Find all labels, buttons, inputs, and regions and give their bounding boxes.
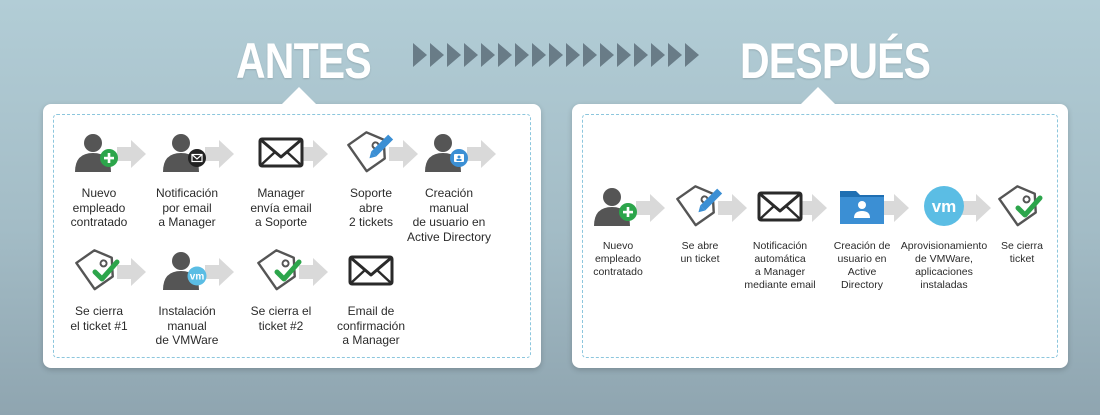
step-label: Instalación manual de VMWare [155, 304, 219, 347]
after-heading: DESPUÉS [740, 33, 931, 89]
user-email-icon [163, 128, 211, 181]
flow-arrow [880, 194, 910, 227]
svg-text:vm: vm [190, 272, 205, 283]
svg-text:vm: vm [932, 197, 957, 216]
step-label: Se cierra el ticket #2 [250, 304, 312, 333]
flow-arrow [389, 140, 419, 173]
step-label: Creación manual de usuario en Active Dir… [406, 186, 492, 244]
ticket-check-icon [998, 182, 1046, 235]
step-label: Creación de usuario en Active Directory [833, 240, 891, 291]
ticket-edit-icon [676, 182, 724, 235]
flow-arrow [718, 194, 748, 227]
after-panel: Nuevo empleado contratado Se abre un tic… [572, 87, 1068, 368]
flow-arrow [636, 194, 666, 227]
ticket-check-icon [257, 246, 305, 299]
user-add-icon [75, 128, 123, 181]
flow-arrow [205, 258, 235, 291]
user-add-icon [594, 182, 642, 235]
progress-chevrons [413, 43, 699, 67]
vm-circle-icon: vm [920, 182, 968, 235]
user-vm-icon: vm [163, 246, 211, 299]
step-label: Nuevo empleado contratado [70, 186, 128, 229]
user-directory-icon [425, 128, 473, 181]
ticket-check-icon [75, 246, 123, 299]
step-label: Manager envía email a Soporte [250, 186, 312, 229]
flow-arrow [798, 194, 828, 227]
envelope-icon [756, 182, 804, 235]
step-label: Notificación automática a Manager median… [744, 240, 816, 291]
flow-arrow [299, 140, 329, 173]
flow-arrow [117, 140, 147, 173]
flow-arrow [299, 258, 329, 291]
step-label: Nuevo empleado contratado [593, 240, 643, 278]
step-label: Aprovisionamiento de VMWare, aplicacione… [900, 240, 988, 291]
folder-user-icon [838, 182, 886, 235]
step-label: Se abre un ticket [680, 240, 720, 265]
step-label: Soporte abre 2 tickets [348, 186, 393, 229]
before-panel: Nuevo empleado contratado Notificación p… [43, 87, 541, 368]
step-label: Notificación por email a Manager [155, 186, 219, 229]
step-label: Email de confirmación a Manager [336, 304, 406, 347]
envelope-icon [257, 128, 305, 181]
step-label: Se cierra el ticket #1 [70, 304, 128, 333]
flow-arrow [962, 194, 992, 227]
flow-arrow [467, 140, 497, 173]
flow-arrow [117, 258, 147, 291]
ticket-edit-icon [347, 128, 395, 181]
step-label: Se cierra ticket [1000, 240, 1043, 265]
envelope-icon [347, 246, 395, 299]
flow-arrow [205, 140, 235, 173]
before-heading: ANTES [236, 33, 372, 89]
